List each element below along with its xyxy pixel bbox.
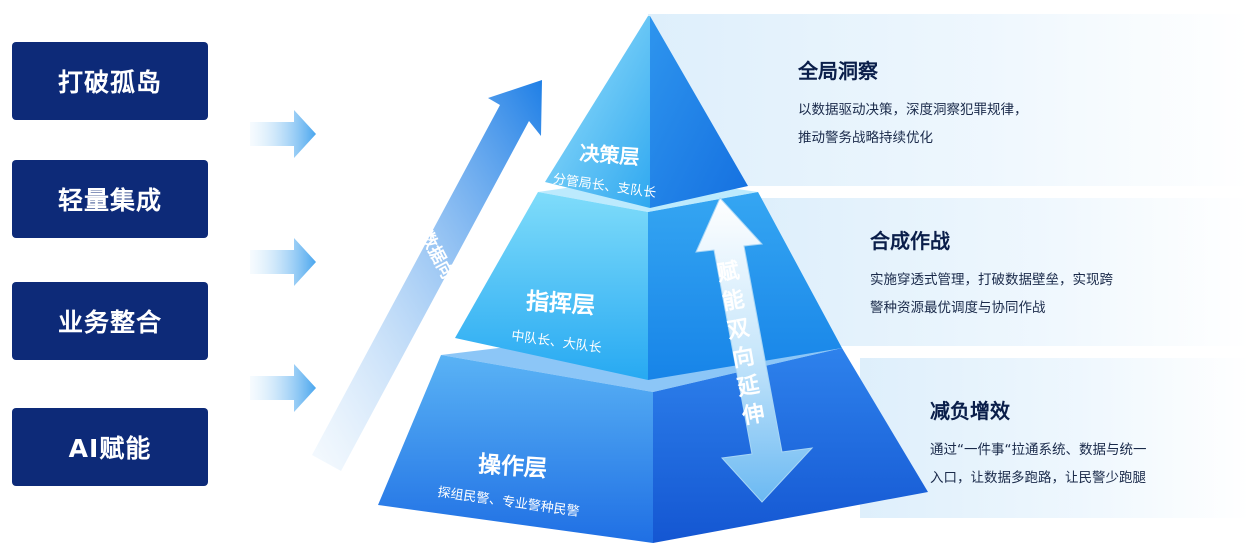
description-title: 合成作战 xyxy=(870,229,950,253)
double-arrow-label-char: 双 xyxy=(725,316,751,344)
description-line: 通过“一件事“拉通系统、数据与统一 xyxy=(930,442,1147,458)
description-line: 推动警务战略持续优化 xyxy=(798,130,933,146)
feature-box-ai-enablement: AI赋能 xyxy=(12,408,208,486)
double-arrow-icon xyxy=(695,197,814,503)
description-joint-operations: 合成作战 实施穿透式管理，打破数据壁垒，实现跨 警种资源最优调度与协同作战 xyxy=(870,225,1113,322)
up-right-arrow-icon xyxy=(312,80,542,471)
description-line: 实施穿透式管理，打破数据壁垒，实现跨 xyxy=(870,272,1113,288)
layer-name-command: 指挥层 xyxy=(525,289,596,320)
double-arrow-label-char: 赋 xyxy=(715,258,741,286)
double-arrow-label-char: 延 xyxy=(735,373,763,402)
layer-name-operation: 操作层 xyxy=(477,452,548,483)
description-panel-top xyxy=(648,14,1250,186)
description-line: 以数据驱动决策，深度洞察犯罪规律， xyxy=(798,102,1028,118)
description-line: 警种资源最优调度与协同作战 xyxy=(870,300,1046,316)
layer-name-decision: 决策层 xyxy=(579,141,641,169)
description-title: 减负增效 xyxy=(930,399,1010,423)
feature-box-lightweight-integration: 轻量集成 xyxy=(12,160,208,238)
feature-box-business-integration: 业务整合 xyxy=(12,282,208,360)
pyramid-layer-decision xyxy=(545,16,748,208)
right-arrow-icon xyxy=(250,364,316,412)
right-arrow-icon xyxy=(250,238,316,286)
description-panel-middle xyxy=(760,198,1250,346)
double-arrow-label-char: 伸 xyxy=(740,401,767,430)
description-line: 入口，让数据多跑路，让民警少跑腿 xyxy=(930,470,1146,486)
description-efficiency: 减负增效 通过“一件事“拉通系统、数据与统一 入口，让数据多跑路，让民警少跑腿 xyxy=(930,395,1147,492)
double-arrow-label-char: 能 xyxy=(720,286,746,315)
feature-box-break-silos: 打破孤岛 xyxy=(12,42,208,120)
description-title: 全局洞察 xyxy=(798,59,878,83)
double-arrow-label-char: 向 xyxy=(730,343,756,372)
right-arrow-icon xyxy=(250,110,316,158)
double-arrow-label: 赋能双向延伸 xyxy=(714,258,767,430)
description-global-insight: 全局洞察 以数据驱动决策，深度洞察犯罪规律， 推动警务战略持续优化 xyxy=(798,55,1028,152)
